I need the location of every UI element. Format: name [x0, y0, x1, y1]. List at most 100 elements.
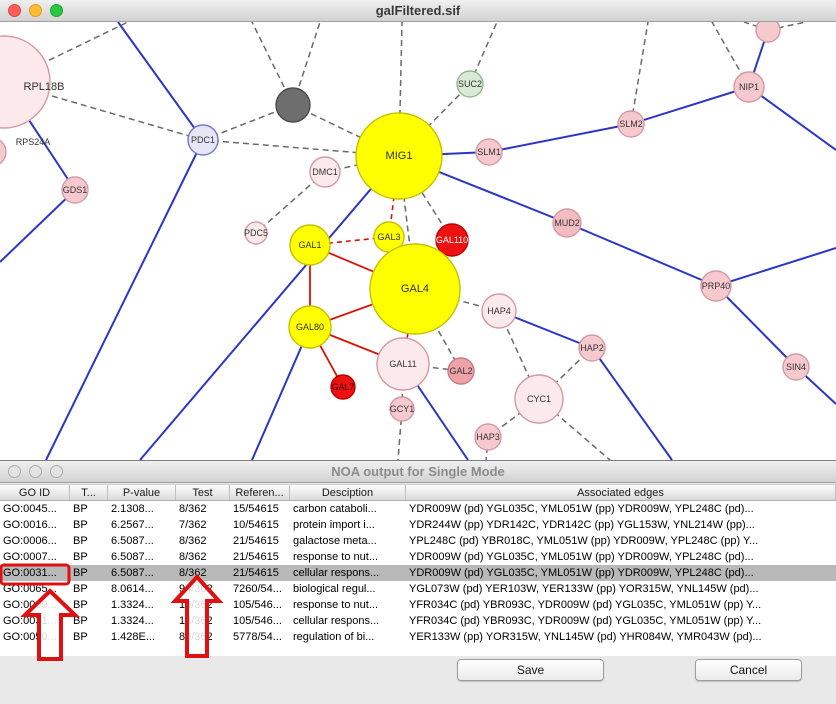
- node-gal1[interactable]: GAL1: [289, 224, 331, 266]
- column-header-go-id[interactable]: GO ID: [0, 485, 70, 500]
- node-label: HAP4: [487, 306, 511, 316]
- node-gcy1[interactable]: GCY1: [389, 396, 415, 422]
- node-pdc5[interactable]: PDC5: [244, 221, 268, 245]
- cell-type: BP: [73, 631, 88, 643]
- node-cyc1[interactable]: CYC1: [514, 374, 564, 424]
- node-gal110[interactable]: GAL110: [435, 223, 469, 257]
- node-gal4[interactable]: GAL4: [369, 243, 461, 335]
- edge: [397, 408, 403, 461]
- cell-go-id: GO:0006...: [3, 535, 57, 547]
- column-header-p-value[interactable]: P-value: [108, 485, 176, 500]
- node-hap4[interactable]: HAP4: [481, 293, 517, 329]
- node-label: SLM2: [619, 119, 643, 129]
- cell-type: BP: [73, 551, 88, 563]
- cell-go-id: GO:0065...: [3, 583, 57, 595]
- node-gray[interactable]: [275, 87, 311, 123]
- node-label: GAL80: [296, 322, 324, 332]
- node-slm1[interactable]: SLM1: [475, 138, 503, 166]
- node-mud2[interactable]: MUD2: [552, 208, 582, 238]
- node-label: GAL3: [377, 232, 400, 242]
- cell-associated-edges: YDR009W (pd) YGL035C, YML051W (pp) YDR00…: [409, 567, 754, 579]
- node-gal80[interactable]: GAL80: [288, 305, 332, 349]
- node-prp40[interactable]: PRP40: [700, 270, 732, 302]
- save-button[interactable]: Save: [457, 659, 604, 681]
- node-label: GAL11: [389, 359, 416, 369]
- node-label: PRP40: [702, 281, 731, 291]
- network-window-titlebar[interactable]: galFiltered.sif: [0, 0, 836, 22]
- node-suc2[interactable]: SUC2: [456, 70, 484, 98]
- node-gal3[interactable]: GAL3: [373, 221, 405, 253]
- cell-reference: 105/546...: [233, 615, 282, 627]
- node-label: SLM1: [477, 147, 501, 157]
- cell-type: BP: [73, 503, 88, 515]
- cell-p-value: 6.5087...: [111, 535, 154, 547]
- node-tr-node[interactable]: [755, 22, 781, 43]
- cell-test: 8/362: [179, 551, 207, 563]
- cell-reference: 105/546...: [233, 599, 282, 611]
- cell-description: cellular respons...: [293, 567, 380, 579]
- node-rpl18b[interactable]: RPL18B: [0, 35, 65, 129]
- column-header-type[interactable]: T...: [70, 485, 108, 500]
- edge: [251, 326, 311, 461]
- node-sin4[interactable]: SIN4: [782, 353, 810, 381]
- cell-test: 14/362: [179, 615, 213, 627]
- node-gal2[interactable]: GAL2: [447, 357, 475, 385]
- node-rps24a[interactable]: RPS24A: [0, 137, 50, 166]
- node-pdc1[interactable]: PDC1: [187, 124, 219, 156]
- node-mig1[interactable]: MIG1: [355, 112, 443, 200]
- cell-associated-edges: YER133W (pp) YOR315W, YNL145W (pd) YHR08…: [409, 631, 762, 643]
- node-slm2[interactable]: SLM2: [617, 110, 645, 138]
- cell-go-id: GO:0031...: [3, 567, 57, 579]
- node-gal11[interactable]: GAL11: [376, 337, 430, 391]
- column-header-associated-edges[interactable]: Associated edges: [406, 485, 836, 500]
- node-hap3[interactable]: HAP3: [474, 423, 502, 451]
- edge: [748, 86, 836, 151]
- edge: [715, 285, 797, 368]
- node-nip1[interactable]: NIP1: [733, 71, 765, 103]
- column-header-description[interactable]: Desciption: [290, 485, 406, 500]
- zoom-button[interactable]: [50, 465, 63, 478]
- edge: [139, 155, 400, 461]
- edge: [630, 22, 649, 125]
- node-gds1[interactable]: GDS1: [61, 176, 89, 204]
- close-button[interactable]: [8, 465, 21, 478]
- edge: [591, 347, 673, 461]
- cell-type: BP: [73, 583, 88, 595]
- edge: [45, 139, 204, 461]
- cell-test: 7/362: [179, 519, 207, 531]
- noa-window-titlebar[interactable]: NOA output for Single Mode: [0, 461, 836, 483]
- node-label: GAL1: [298, 240, 321, 250]
- cell-reference: 21/54615: [233, 535, 279, 547]
- edge: [715, 247, 836, 287]
- node-label: GCY1: [390, 404, 415, 414]
- minimize-button[interactable]: [29, 4, 42, 17]
- node-label: RPL18B: [24, 81, 65, 93]
- node-gal7[interactable]: GAL7: [330, 374, 356, 400]
- node-hap2[interactable]: HAP2: [578, 334, 606, 362]
- zoom-button[interactable]: [50, 4, 63, 17]
- close-button[interactable]: [8, 4, 21, 17]
- node-label: MIG1: [386, 150, 413, 162]
- minimize-button[interactable]: [29, 465, 42, 478]
- cell-associated-edges: YDR009W (pd) YGL035C, YML051W (pp) YDR00…: [409, 503, 754, 515]
- column-header-reference[interactable]: Referen...: [230, 485, 290, 500]
- cell-description: regulation of bi...: [293, 631, 375, 643]
- cell-reference: 7260/54...: [233, 583, 282, 595]
- edge: [117, 22, 204, 141]
- cell-associated-edges: YFR034C (pd) YBR093C, YDR009W (pd) YGL03…: [409, 599, 762, 611]
- node-label: MUD2: [554, 218, 580, 228]
- node-dmc1[interactable]: DMC1: [309, 156, 341, 188]
- column-header-test[interactable]: Test: [176, 485, 230, 500]
- cancel-button[interactable]: Cancel: [695, 659, 802, 681]
- cell-p-value: 6.5087...: [111, 567, 154, 579]
